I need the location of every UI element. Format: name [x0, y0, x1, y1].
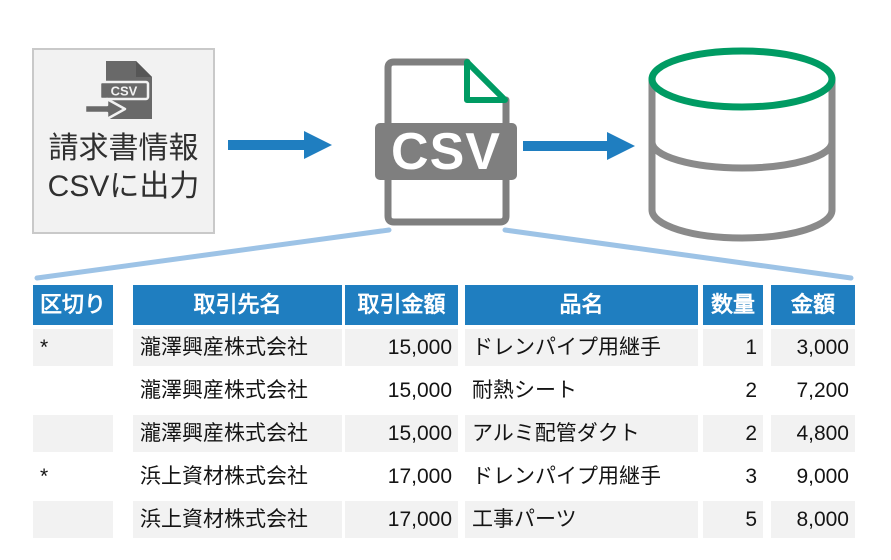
cell-delimiter: * — [33, 329, 113, 366]
cell-qty: 2 — [703, 415, 763, 452]
cell-item: アルミ配管ダクト — [465, 415, 698, 452]
cell-total: 15,000 — [387, 379, 452, 402]
csv-export-icon: CSV — [83, 61, 152, 121]
cell-customer: 浜上資材株式会社 — [140, 465, 308, 488]
export-icon-banner — [98, 80, 149, 101]
export-invoice-button[interactable]: CSV 請求書情報 CSVに出力 — [32, 48, 215, 234]
export-icon-label: CSV — [110, 84, 137, 99]
table-row: 瀧澤興産株式会社 15,000 アルミ配管ダクト 2 4,800 — [33, 415, 855, 452]
cell-delimiter — [33, 372, 113, 409]
table-row: * 瀧澤興産株式会社 15,000 ドレンパイプ用継手 1 3,000 — [33, 329, 855, 366]
csv-preview-table: 区切り 取引先名 取引金額 品名 数量 金額 * 瀧澤興産株式会社 15,000… — [33, 285, 855, 544]
table-row: 瀧澤興産株式会社 15,000 耐熱シート 2 7,200 — [33, 372, 855, 409]
cell-delimiter — [33, 415, 113, 452]
column-header-qty: 数量 — [703, 285, 763, 325]
cell-item: 工事パーツ — [465, 501, 698, 538]
table-header-row: 区切り 取引先名 取引金額 品名 数量 金額 — [33, 285, 855, 325]
cell-delimiter: * — [40, 465, 49, 488]
flow-arrow-1 — [228, 131, 332, 159]
cell-item: ドレンパイプ用継手 — [472, 465, 661, 488]
csv-file-fold — [464, 59, 508, 103]
cell-amount: 8,000 — [771, 501, 855, 538]
database-body — [648, 79, 836, 242]
cell-total: 17,000 — [387, 465, 452, 488]
column-header-customer: 取引先名 — [133, 285, 342, 325]
table-row: 浜上資材株式会社 17,000 工事パーツ 5 8,000 — [33, 501, 855, 538]
cell-total: 17,000 — [345, 501, 458, 538]
export-icon-arrow — [83, 97, 126, 121]
cell-customer: 瀧澤興産株式会社 — [140, 379, 308, 402]
cell-qty: 2 — [745, 379, 757, 402]
cell-amount: 7,200 — [796, 379, 849, 402]
cell-item: ドレンパイプ用継手 — [465, 329, 698, 366]
export-button-label-line2: CSVに出力 — [47, 170, 200, 203]
export-button-label-line1: 請求書情報 — [48, 132, 199, 165]
column-header-amount: 金額 — [771, 285, 855, 325]
csv-file-icon: CSV — [375, 58, 517, 226]
cell-qty: 5 — [703, 501, 763, 538]
column-header-delimiter: 区切り — [33, 285, 113, 325]
flow-arrow-2 — [523, 132, 635, 160]
cell-amount: 3,000 — [771, 329, 855, 366]
database-divider — [648, 141, 836, 172]
cell-amount: 4,800 — [771, 415, 855, 452]
cell-customer: 瀧澤興産株式会社 — [133, 415, 342, 452]
column-header-total: 取引金額 — [345, 285, 458, 325]
csv-file-banner — [375, 123, 517, 180]
database-top — [648, 47, 836, 111]
column-header-item: 品名 — [465, 285, 698, 325]
export-icon-fold — [135, 61, 152, 77]
fan-line-left — [34, 227, 392, 281]
cell-delimiter — [33, 501, 113, 538]
cell-qty: 1 — [703, 329, 763, 366]
database-icon — [648, 47, 836, 242]
table-row: * 浜上資材株式会社 17,000 ドレンパイプ用継手 3 9,000 — [33, 458, 855, 495]
cell-item: 耐熱シート — [472, 379, 577, 402]
cell-customer: 浜上資材株式会社 — [133, 501, 342, 538]
cell-qty: 3 — [745, 465, 757, 488]
csv-file-label: CSV — [391, 123, 501, 181]
cell-total: 15,000 — [345, 415, 458, 452]
cell-customer: 瀧澤興産株式会社 — [133, 329, 342, 366]
cell-total: 15,000 — [345, 329, 458, 366]
cell-amount: 9,000 — [796, 465, 849, 488]
